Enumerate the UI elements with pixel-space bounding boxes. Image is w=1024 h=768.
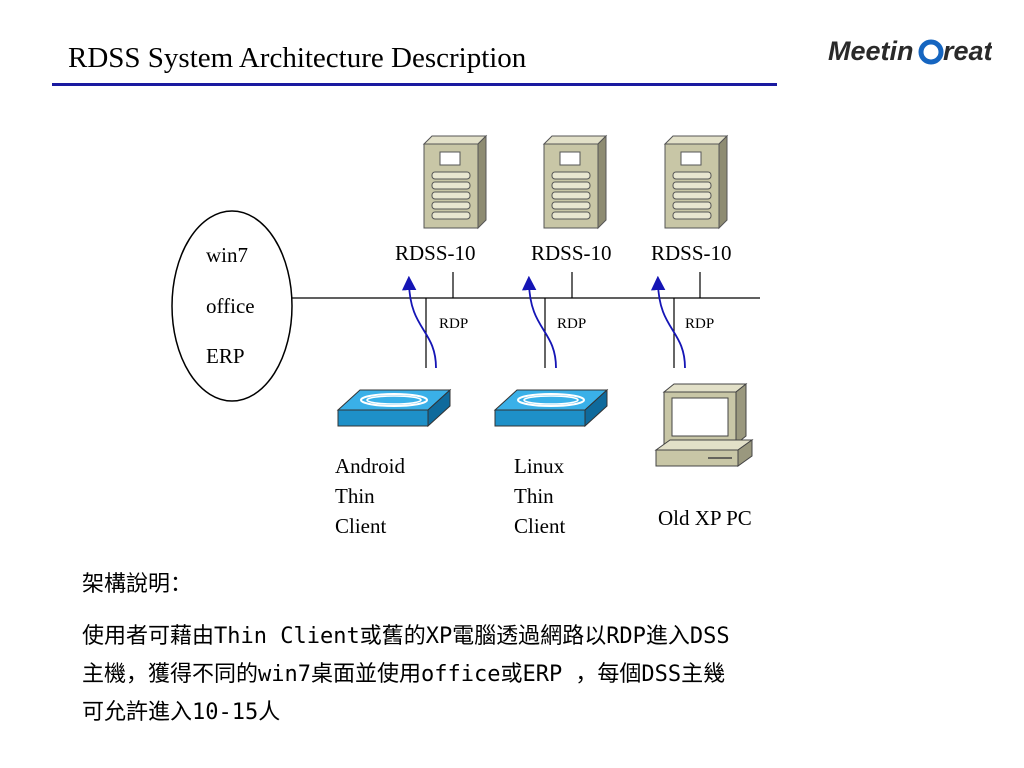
client-label-oldpc: Old XP PC [658, 506, 752, 530]
rdp-arrow-3 [650, 275, 686, 369]
cloud-item-win7: win7 [206, 243, 248, 267]
slide-title: RDSS System Architecture Description [68, 42, 527, 74]
client-label-linux-3: Client [514, 514, 566, 538]
client-label-android-2: Thin [335, 484, 375, 508]
software-ellipse [171, 210, 293, 402]
server-label-3: RDSS-10 [651, 241, 732, 265]
server-icon-3 [664, 135, 728, 229]
description-heading: 架構說明： [82, 572, 193, 597]
desktop-pc-icon [654, 382, 754, 467]
brand-logo: Meetin reat [828, 36, 992, 66]
logo-g-icon [918, 39, 944, 65]
thin-client-icon-2 [494, 389, 608, 427]
rdp-label-2: RDP [557, 316, 587, 332]
client-label-android-1: Android [335, 454, 405, 478]
description-line-3: 可允許進入10-15人 [82, 700, 281, 725]
rdp-label-1: RDP [439, 316, 469, 332]
cloud-item-erp: ERP [206, 344, 245, 368]
cloud-item-office: office [206, 294, 255, 318]
thin-client-icon-1 [337, 389, 451, 427]
description-line-1: 使用者可藉由Thin Client或舊的XP電腦透過網路以RDP進入DSS [82, 624, 730, 649]
architecture-diagram [171, 135, 760, 467]
description-line-2: 主機，獲得不同的win7桌面並使用office或ERP ，每個DSS主幾 [82, 662, 726, 687]
client-label-linux-1: Linux [514, 454, 565, 478]
rdp-label-3: RDP [685, 316, 715, 332]
server-label-1: RDSS-10 [395, 241, 476, 265]
server-icon-1 [423, 135, 487, 229]
logo-wordmark-end: reat [943, 36, 992, 66]
server-label-2: RDSS-10 [531, 241, 612, 265]
client-label-android-3: Client [335, 514, 387, 538]
rdp-arrow-2 [521, 275, 557, 369]
logo-wordmark: Meetin [828, 36, 914, 66]
title-underline [52, 83, 777, 86]
rdp-arrow-1 [401, 275, 437, 369]
client-label-linux-2: Thin [514, 484, 554, 508]
server-icon-2 [543, 135, 607, 229]
